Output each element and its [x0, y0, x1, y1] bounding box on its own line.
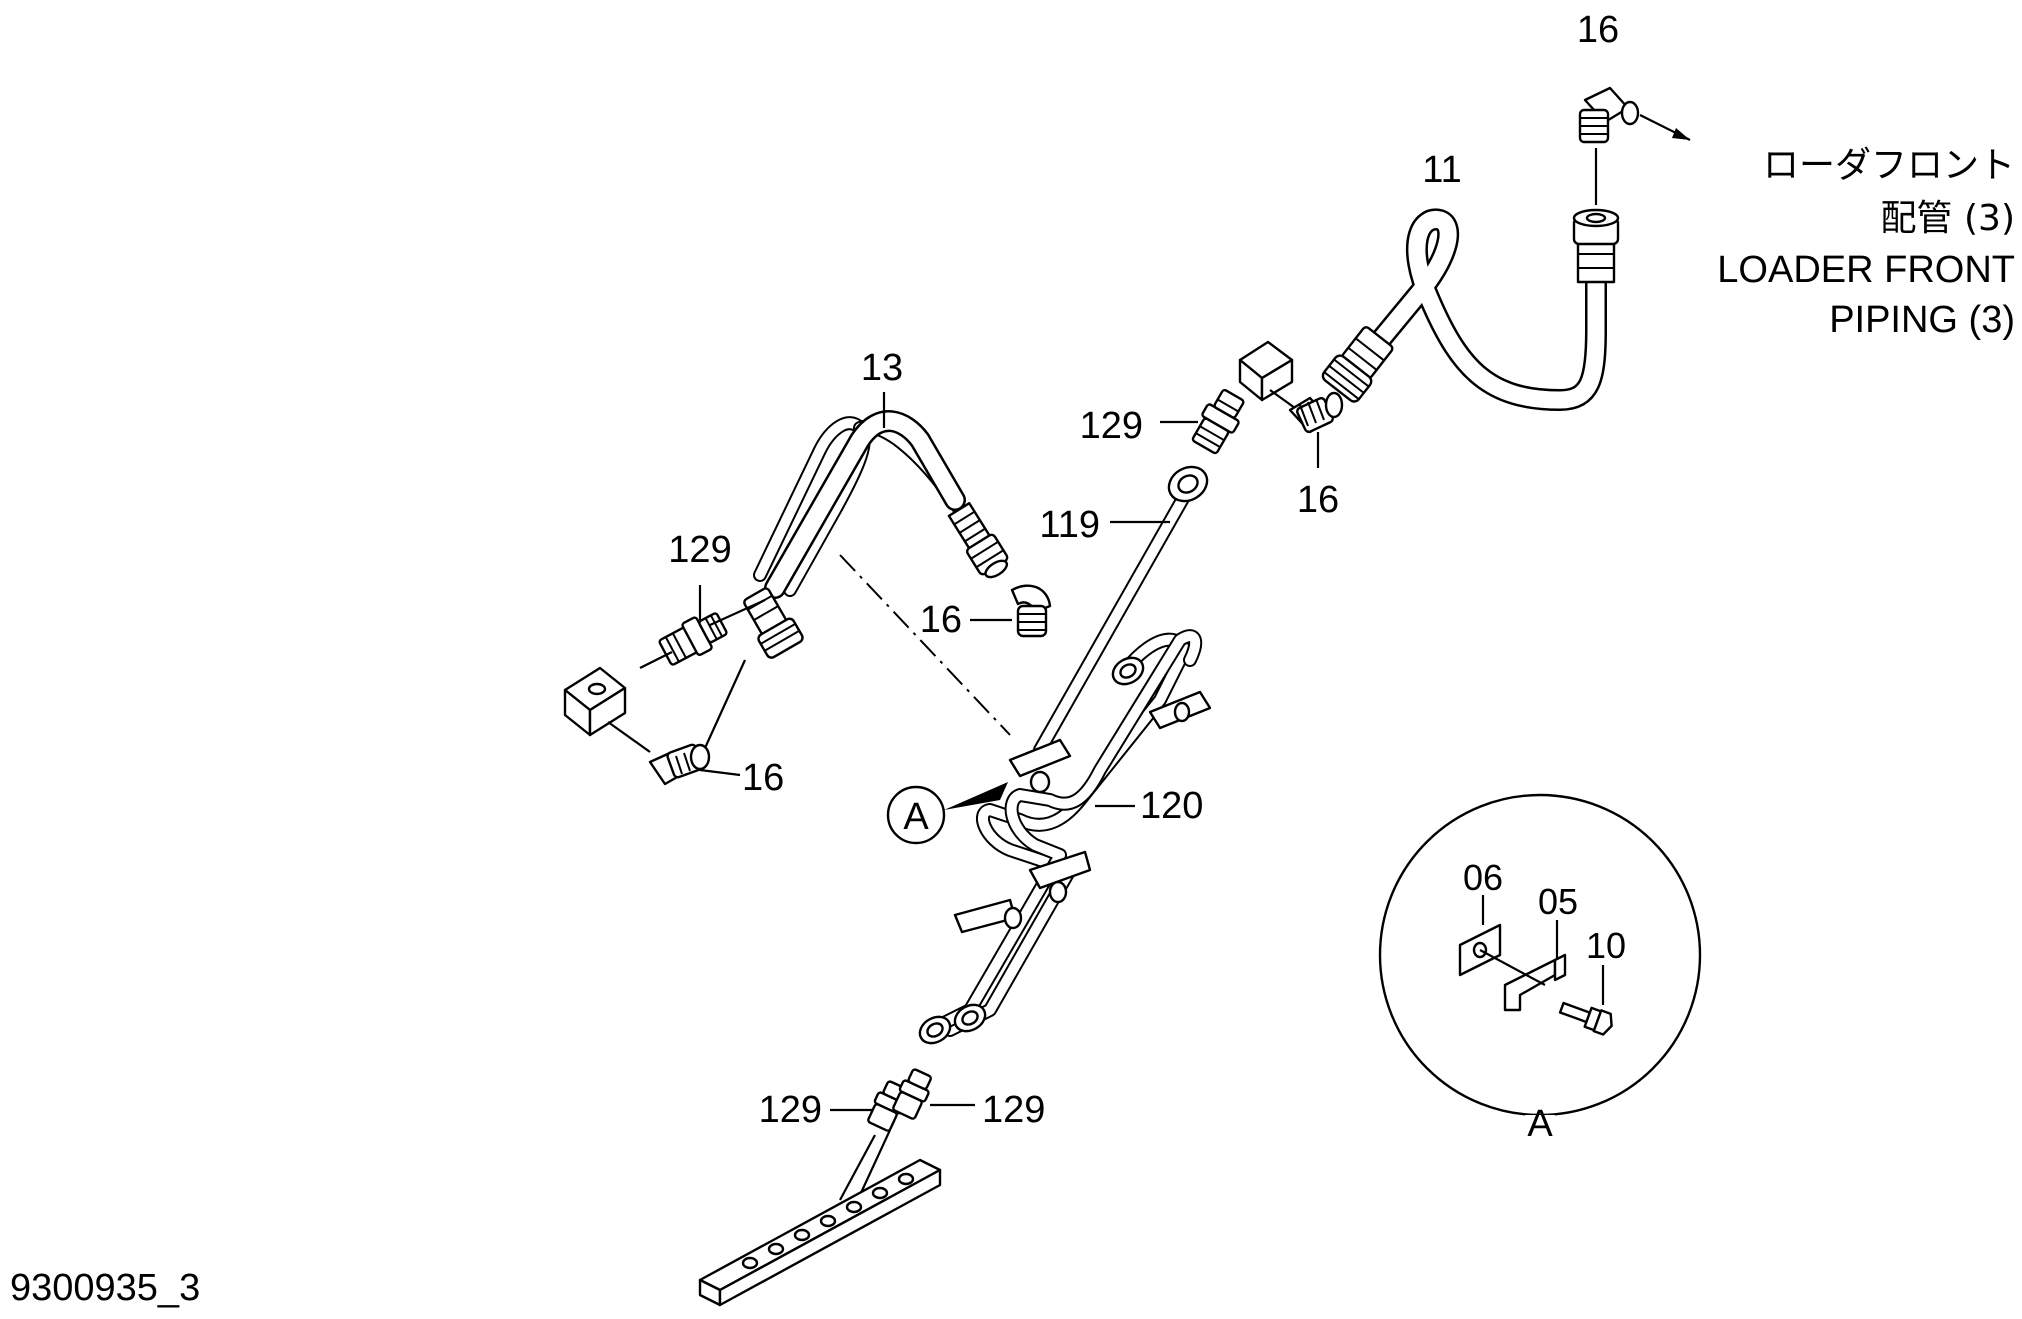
- callout-05: 05: [1538, 881, 1578, 922]
- callout-129-left: 129: [668, 529, 731, 571]
- note-en-line2: PIPING (3): [1829, 299, 2015, 341]
- callout-129-bottom-right: 129: [982, 1089, 1045, 1131]
- elbow-16-small: [970, 584, 1052, 638]
- callout-129-upper: 129: [1080, 405, 1143, 447]
- elbow-16-left: [648, 659, 747, 786]
- pipe-119: [1033, 465, 1209, 757]
- block-left: [563, 666, 651, 753]
- note-en-line1: LOADER FRONT: [1717, 249, 2015, 291]
- callout-16-top: 16: [1577, 9, 1619, 51]
- callout-120: 120: [1140, 785, 1203, 827]
- block-upper: [1238, 340, 1296, 409]
- callout-16-mid: 16: [1297, 479, 1339, 521]
- hose-11: [1321, 148, 1620, 411]
- detail-view-a: [1378, 793, 1702, 1131]
- hose-13: [743, 392, 1009, 659]
- drawing-id: 9300935_3: [10, 1267, 200, 1309]
- callout-13: 13: [861, 347, 903, 389]
- detail-view-label: A: [1527, 1103, 1553, 1145]
- note-jp-line1: ローダフロント: [1763, 145, 2015, 186]
- elbow-16-mid: [1288, 391, 1344, 468]
- callout-06: 06: [1463, 857, 1503, 898]
- callout-16-left: 16: [742, 757, 784, 799]
- detail-a-marker-letter: A: [903, 796, 929, 838]
- callout-10: 10: [1586, 925, 1626, 966]
- callout-16-small: 16: [920, 599, 962, 641]
- pipe-120: [918, 629, 1212, 1045]
- dash-leader-13: [839, 554, 1011, 736]
- adapters-129-bottom: [830, 1068, 975, 1201]
- adapter-129-upper: [1160, 388, 1245, 455]
- callout-129-bottom-left: 129: [759, 1089, 822, 1131]
- detail-a-marker: [886, 782, 1008, 845]
- manifold-block: [698, 1158, 942, 1307]
- callout-11: 11: [1422, 149, 1461, 191]
- elbow-16-top: [1578, 86, 1691, 144]
- note-jp-line2: 配管 (3): [1881, 198, 2015, 239]
- adapter-129-left: [639, 585, 766, 669]
- callout-119: 119: [1039, 504, 1100, 546]
